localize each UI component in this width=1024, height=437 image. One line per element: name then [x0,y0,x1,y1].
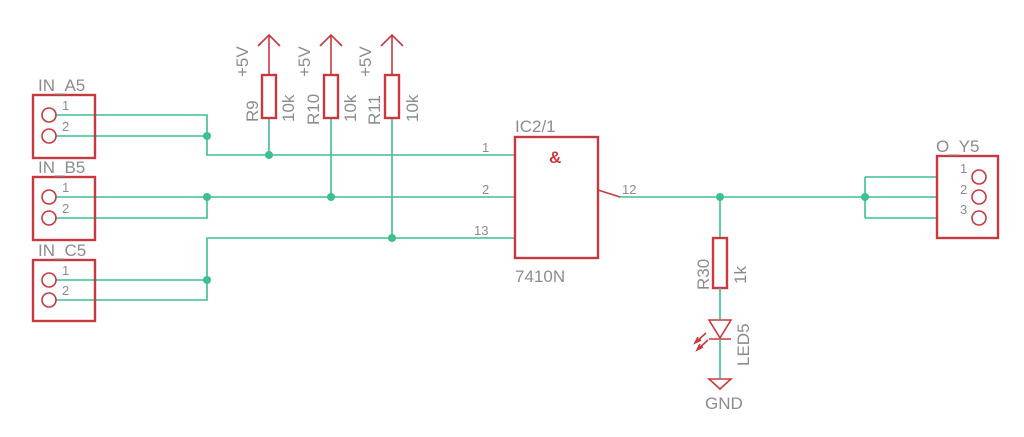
junction-dot [861,193,869,201]
resistor-value: 1k [731,266,750,284]
resistor-name: R30 [694,259,713,290]
connector-pin-circle [41,292,57,308]
pin-number: 1 [960,161,967,176]
pin-number: 1 [62,263,69,278]
junction-dot [716,193,724,201]
connector-out: O_Y5 1 2 3 [935,137,1000,240]
gate-function-symbol: & [549,148,561,167]
pin-number: 2 [482,182,489,197]
pin-number: 3 [960,202,967,217]
connector-label: IN_B5 [38,158,85,177]
supply-arrow-icon [257,33,281,75]
pin-number: 2 [960,182,967,197]
pin-number: 12 [622,182,636,197]
pin-number: 13 [474,223,488,238]
resistor-name: R11 [365,95,384,125]
pin-number: 2 [62,119,69,134]
led-name: LED5 [734,323,753,366]
connector-label: IN_A5 [38,76,85,95]
nand-gate-ic2: & IC2/1 7410N 1 2 13 12 [474,117,636,286]
junction-dot [203,193,211,201]
junction-dot [327,193,335,201]
supply-arrow-icon [319,33,343,75]
connector-in-a: IN_A5 1 2 [31,76,97,160]
connector-body [31,258,97,323]
junction-dot [388,234,396,242]
pin-number: 1 [62,180,69,195]
connector-in-b: IN_B5 1 2 [31,158,97,242]
wires [55,114,938,301]
resistor-name: R10 [304,94,323,125]
connector-pin-circle [41,210,57,226]
connector-pin-circle [971,189,987,205]
resistor-r10: +5V R10 10k [295,33,360,125]
pin-number: 1 [62,98,69,113]
pin-number: 1 [482,140,489,155]
junction-dot [265,151,273,159]
ground-icon [706,378,734,391]
connector-in-c: IN_C5 1 2 [31,241,97,323]
resistor-body [383,73,401,120]
supply-label: +5V [356,46,375,77]
connector-pin-circle [41,128,57,144]
connector-body [31,93,97,160]
wire-in-c-pin2 [55,280,208,301]
wire-in-c-pin1 [55,237,515,281]
resistor-value: 10k [341,94,360,122]
resistor-body [711,236,729,290]
resistor-body [260,73,278,120]
led5: LED5 [693,288,753,378]
resistor-r9: +5V R9 10k [233,33,298,122]
connector-pin-circle [41,107,57,123]
resistor-value: 10k [279,94,298,122]
ground-symbol: GND [705,378,743,413]
resistor-r30: R30 1k [694,236,750,290]
connector-label: IN_C5 [38,241,86,260]
gate-part-number: 7410N [515,267,565,286]
supply-label: +5V [233,46,252,77]
pin-number: 2 [62,283,69,298]
led-diode-icon [707,319,733,340]
connector-pin-circle [41,272,57,288]
connector-label: O_Y5 [936,137,979,156]
junctions [203,132,869,284]
gate-body [513,135,600,260]
connector-pin-circle [971,169,987,185]
supply-label: +5V [295,46,314,77]
supply-arrow-icon [380,33,404,75]
connector-pin-circle [41,189,57,205]
connector-pin-circle [971,210,987,226]
resistor-body [322,73,340,120]
resistor-value: 10k [403,94,422,122]
junction-dot [203,276,211,284]
connector-body [935,154,1000,240]
gate-name: IC2/1 [515,117,556,136]
inversion-output-icon [597,189,621,198]
connector-body [31,175,97,242]
ground-label: GND [705,394,743,413]
resistor-r11: +5V R11 10k [356,33,422,125]
wire-in-b-pin2 [55,197,208,219]
pin-number: 2 [62,201,69,216]
junction-dot [203,132,211,140]
led-emission-arrows-icon [693,332,709,352]
resistor-name: R9 [243,100,262,122]
